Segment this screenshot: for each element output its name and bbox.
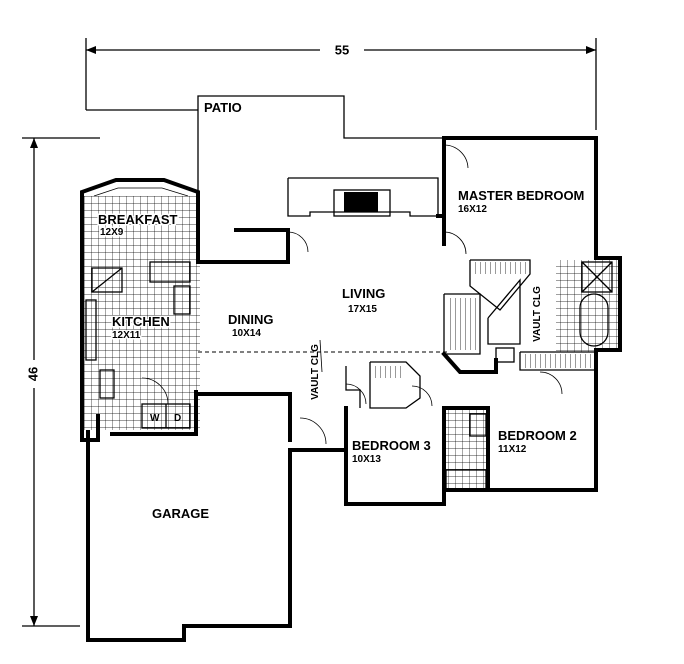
breakfast-kitchen-walls xyxy=(80,178,290,442)
master-bedroom-label: MASTER BEDROOM xyxy=(458,188,584,203)
garage-walls xyxy=(86,392,348,642)
bedroom-3-walls xyxy=(344,361,446,506)
bedroom-3-size: 10X13 xyxy=(352,454,381,465)
master-bedroom-size: 16X12 xyxy=(458,204,487,215)
breakfast-size: 12X9 xyxy=(100,227,124,238)
master-bath-closets xyxy=(441,259,618,374)
width-label: 55 xyxy=(335,42,349,57)
washer-label: W xyxy=(150,413,160,424)
bedroom-2-walls xyxy=(486,348,598,492)
bedroom-3-label: BEDROOM 3 xyxy=(352,438,431,453)
vault-clg-living: VAULT CLG xyxy=(310,344,321,400)
patio-outline xyxy=(86,95,444,262)
vault-clg-master: VAULT CLG xyxy=(532,286,543,342)
bedroom-2-label: BEDROOM 2 xyxy=(498,428,577,443)
bedroom-2-size: 11X12 xyxy=(498,444,527,455)
depth-label: 46 xyxy=(25,367,40,381)
width-dimension xyxy=(85,37,597,130)
depth-dimension xyxy=(20,137,100,627)
kitchen-label: KITCHEN xyxy=(112,314,170,329)
dining-label: DINING xyxy=(228,312,274,327)
garage-label: GARAGE xyxy=(152,506,209,521)
kitchen-size: 12X11 xyxy=(112,330,141,341)
master-bedroom-walls xyxy=(442,136,622,352)
dryer-label: D xyxy=(174,413,181,424)
living-size: 17X15 xyxy=(348,304,377,315)
patio-label: PATIO xyxy=(204,100,242,115)
breakfast-label: BREAKFAST xyxy=(98,212,178,227)
dining-size: 10X14 xyxy=(232,328,261,339)
living-label: LIVING xyxy=(342,286,385,301)
hall-bath xyxy=(442,406,490,492)
living-walls xyxy=(198,177,448,373)
